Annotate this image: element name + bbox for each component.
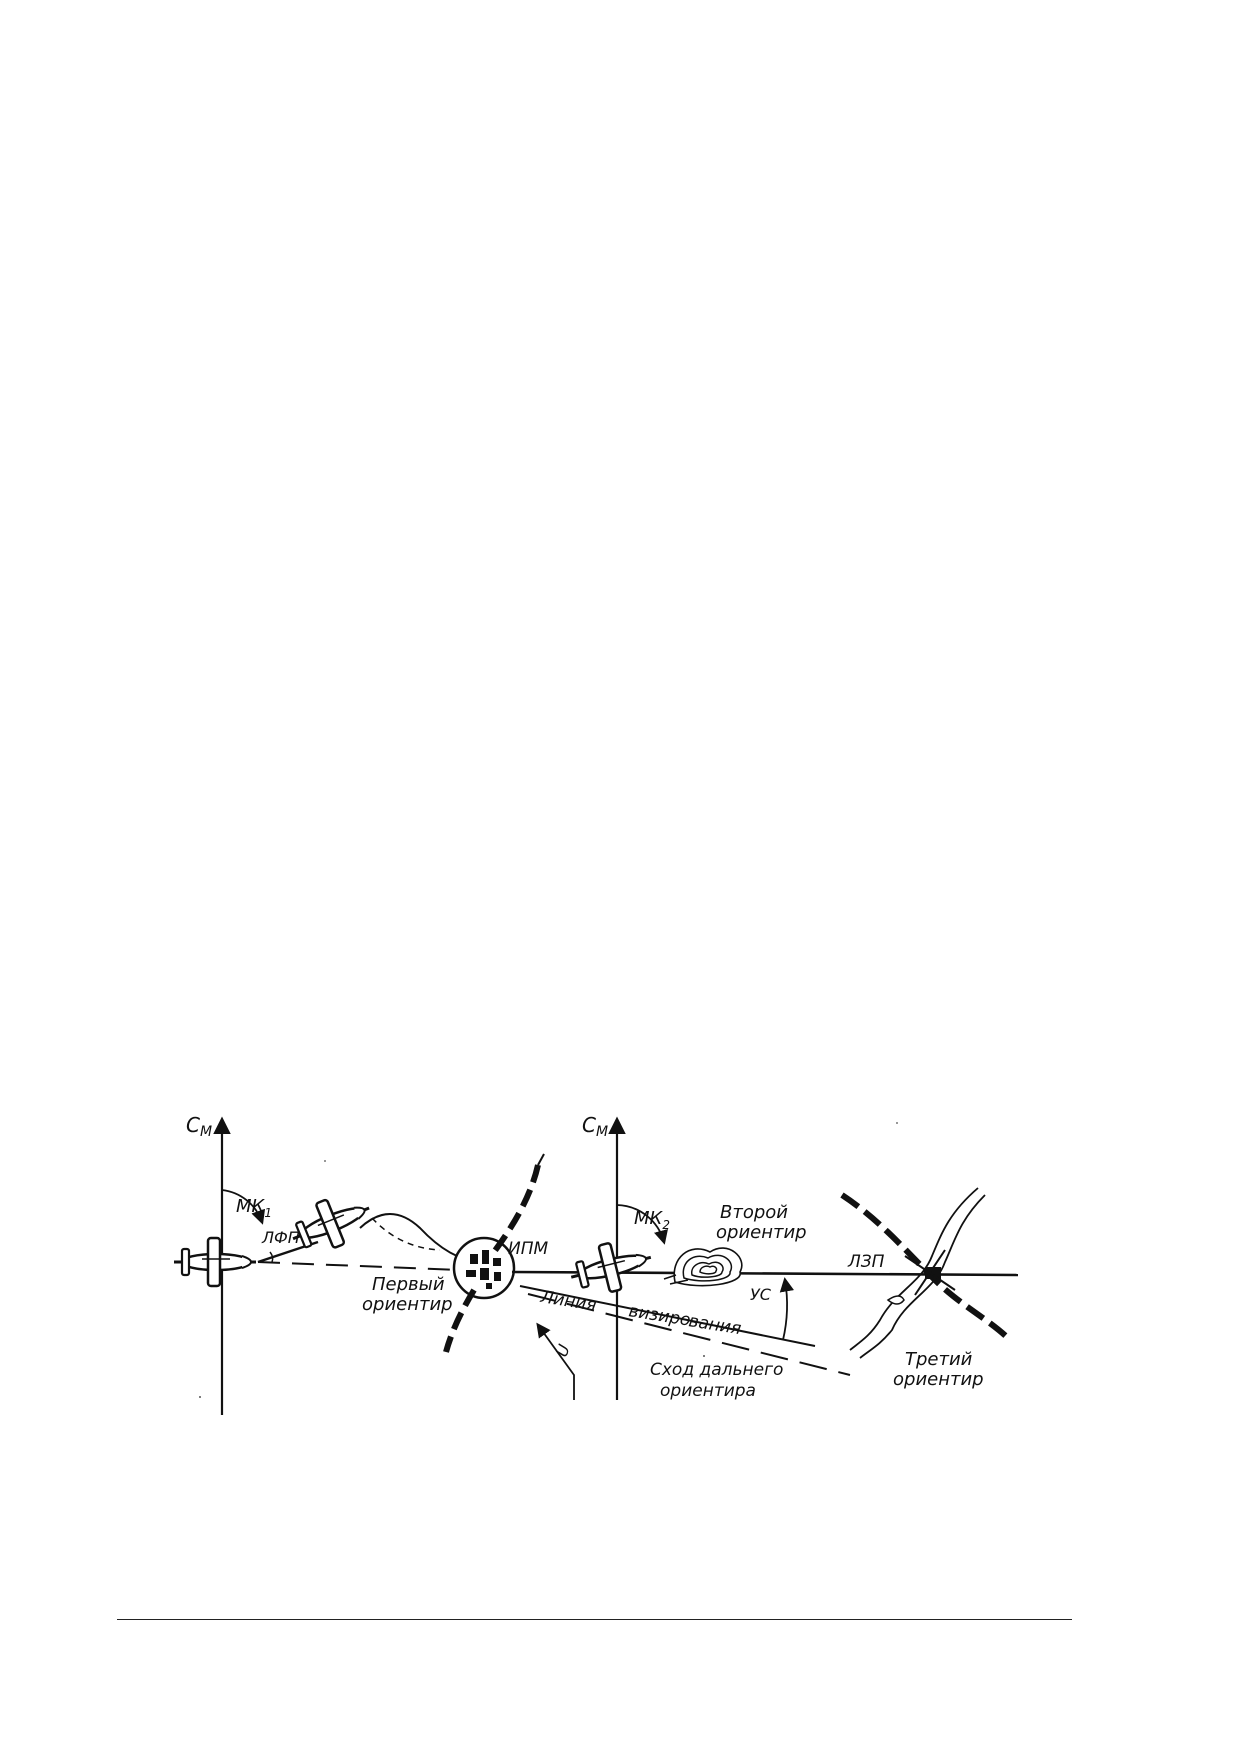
- north-label-right: СМ: [582, 1113, 608, 1140]
- second-landmark-label-2: ориентир: [716, 1222, 807, 1243]
- us-angle-arc: [779, 1277, 794, 1341]
- lzp-label: ЛЗП: [847, 1252, 885, 1272]
- ipm-label: ИПМ: [508, 1239, 549, 1259]
- footer-rule: [117, 1619, 1072, 1620]
- drift-label-2: ориентира: [660, 1381, 756, 1401]
- railway-first: [443, 1153, 545, 1353]
- mk1-label: МК1: [236, 1196, 272, 1220]
- second-landmark-label-1: Второй: [720, 1202, 788, 1223]
- second-landmark-hill: [663, 1247, 743, 1287]
- third-landmark-river: [849, 1187, 986, 1359]
- sighting-label-1: Линия: [538, 1287, 598, 1316]
- mk2-arc: [616, 1204, 668, 1245]
- wind-label: U: [552, 1342, 574, 1360]
- first-landmark-label-2: ориентир: [362, 1294, 453, 1315]
- drift-line: [527, 1293, 851, 1376]
- mk2-label: МК2: [634, 1208, 670, 1232]
- first-landmark-label-1: Первый: [372, 1274, 445, 1295]
- third-landmark-label-1: Третий: [905, 1349, 973, 1370]
- first-landmark-city: [452, 1236, 516, 1300]
- dashed-track-left: [257, 1261, 461, 1271]
- aircraft-second-leg: [563, 1232, 659, 1302]
- mk1-arc: [221, 1189, 266, 1225]
- aircraft-first: [172, 1236, 258, 1288]
- north-label-left: СМ: [186, 1113, 212, 1140]
- wind-arrow: [536, 1322, 575, 1400]
- lfp-label: ЛФП: [261, 1228, 300, 1247]
- sighting-label-3: вания: [687, 1311, 742, 1339]
- third-landmark-label-2: ориентир: [893, 1369, 984, 1390]
- drift-label-1: Сход дальнего: [650, 1360, 783, 1380]
- us-label: УС: [750, 1285, 772, 1304]
- sighting-line: [519, 1285, 816, 1347]
- scan-specks: [199, 1122, 898, 1398]
- third-landmark-crossing: [904, 1249, 956, 1296]
